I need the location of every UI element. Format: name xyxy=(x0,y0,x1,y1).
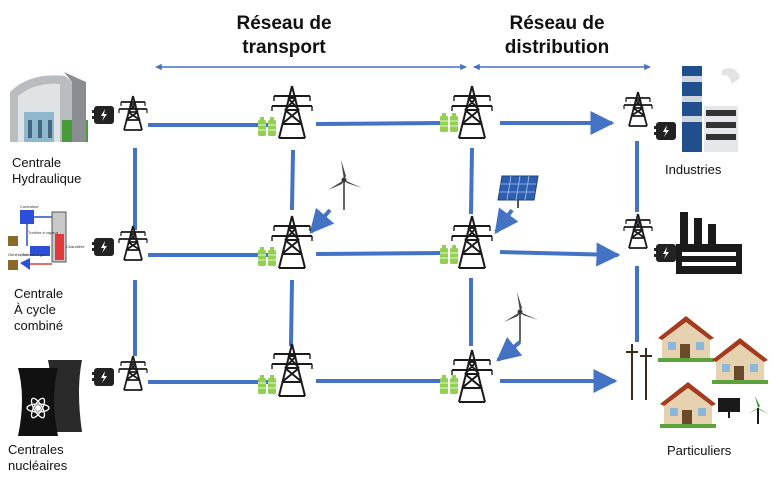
utility-pole-icon xyxy=(626,344,652,400)
house-icon xyxy=(712,338,768,384)
pylon-icon xyxy=(118,95,148,131)
factory-icon xyxy=(676,212,742,274)
cc-label-controller: Contrôleur xyxy=(20,204,39,209)
combined-cycle-label-line-2: À cycle xyxy=(14,302,56,317)
transport-header-line-1: Réseau de xyxy=(236,13,332,34)
solar-panel-icon xyxy=(718,398,740,418)
hydro-label-line-2: Hydraulique xyxy=(12,171,82,186)
nuclear-label-line-1: Centrales xyxy=(8,442,64,457)
solar-panel-icon xyxy=(497,175,539,208)
wind-turbine-icon xyxy=(748,396,769,424)
arrow-wind-2 xyxy=(496,337,523,362)
transport-header-line-2: transport xyxy=(242,37,326,58)
battery-icon xyxy=(439,374,459,395)
arrow-to-factory xyxy=(499,242,621,267)
battery-icon xyxy=(439,244,459,265)
pylon-icon xyxy=(271,343,313,397)
industries-label: Industries xyxy=(665,162,722,177)
transport-header: Réseau de transport xyxy=(214,12,354,60)
nuclear-label: Centrales nucléaires xyxy=(8,442,67,474)
hydro-label: Centrale Hydraulique xyxy=(12,155,81,187)
individuals-label: Particuliers xyxy=(667,443,732,458)
combined-cycle-label-line-3: combiné xyxy=(14,318,64,333)
distribution-header: Réseau de distribution xyxy=(487,12,627,60)
nuclear-plant-icon xyxy=(18,360,82,436)
pylon-icon xyxy=(118,225,148,261)
cc-label-alternator: Générateur xyxy=(8,252,29,257)
hydro-plant-icon xyxy=(10,72,88,142)
generator-icon xyxy=(92,238,114,256)
combined-cycle-label: Centrale À cycle combiné xyxy=(14,286,63,334)
wind-turbine-icon xyxy=(503,291,539,343)
generator-icon xyxy=(92,368,114,386)
distribution-header-line-1: Réseau de xyxy=(509,13,605,34)
nuclear-label-line-2: nucléaires xyxy=(8,458,68,473)
arrow-solar xyxy=(494,207,519,234)
house-icon xyxy=(660,382,716,428)
industry-building-icon xyxy=(682,66,740,152)
hydro-label-line-1: Centrale xyxy=(12,155,62,170)
battery-icon xyxy=(257,374,277,395)
pylon-icon xyxy=(118,355,148,391)
generator-icon xyxy=(654,122,676,140)
battery-icon xyxy=(439,112,459,133)
grid-lines xyxy=(133,120,639,384)
pylon-icon xyxy=(451,349,493,403)
cc-label-steam-turbine: Turbine à vapeur xyxy=(28,230,59,235)
pylon-icon xyxy=(623,213,653,249)
combined-cycle-plant-icon: Contrôleur Turbine à vapeur Chaudière Tu… xyxy=(8,204,85,270)
wind-turbine-icon xyxy=(327,159,363,211)
generator-icon xyxy=(654,244,676,262)
combined-cycle-label-line-1: Centrale xyxy=(14,286,64,301)
arrow-wind-1 xyxy=(309,207,335,234)
pylon-icon xyxy=(623,91,653,127)
pylon-icon xyxy=(271,85,313,139)
generator-icon xyxy=(92,106,114,124)
cc-label-boiler: Chaudière xyxy=(66,244,85,249)
house-icon xyxy=(658,316,714,362)
cc-label-gas-turbine: Turbine à gaz xyxy=(22,252,46,257)
pylon-icon xyxy=(271,215,313,269)
distribution-header-line-2: distribution xyxy=(504,37,610,58)
